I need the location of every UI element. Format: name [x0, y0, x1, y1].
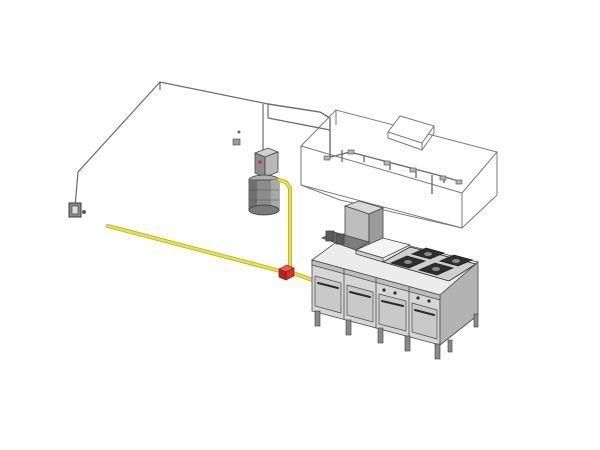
suppression-agent-cylinder	[248, 174, 280, 216]
exhaust-hood	[300, 109, 498, 229]
four-burner-range	[381, 246, 477, 282]
pull-station-line	[74, 81, 269, 208]
equipment-legs	[314, 310, 479, 360]
burner-rings	[404, 252, 460, 271]
suppression-piping	[267, 103, 459, 194]
pull-station	[68, 202, 86, 218]
control-knobs	[382, 288, 431, 303]
detector-icon	[232, 130, 241, 146]
door-handles	[317, 282, 435, 316]
control-panel	[253, 147, 280, 178]
gas-shutoff-valve	[278, 264, 295, 281]
nozzle-row	[323, 149, 463, 185]
cabinet-doors	[314, 275, 438, 340]
